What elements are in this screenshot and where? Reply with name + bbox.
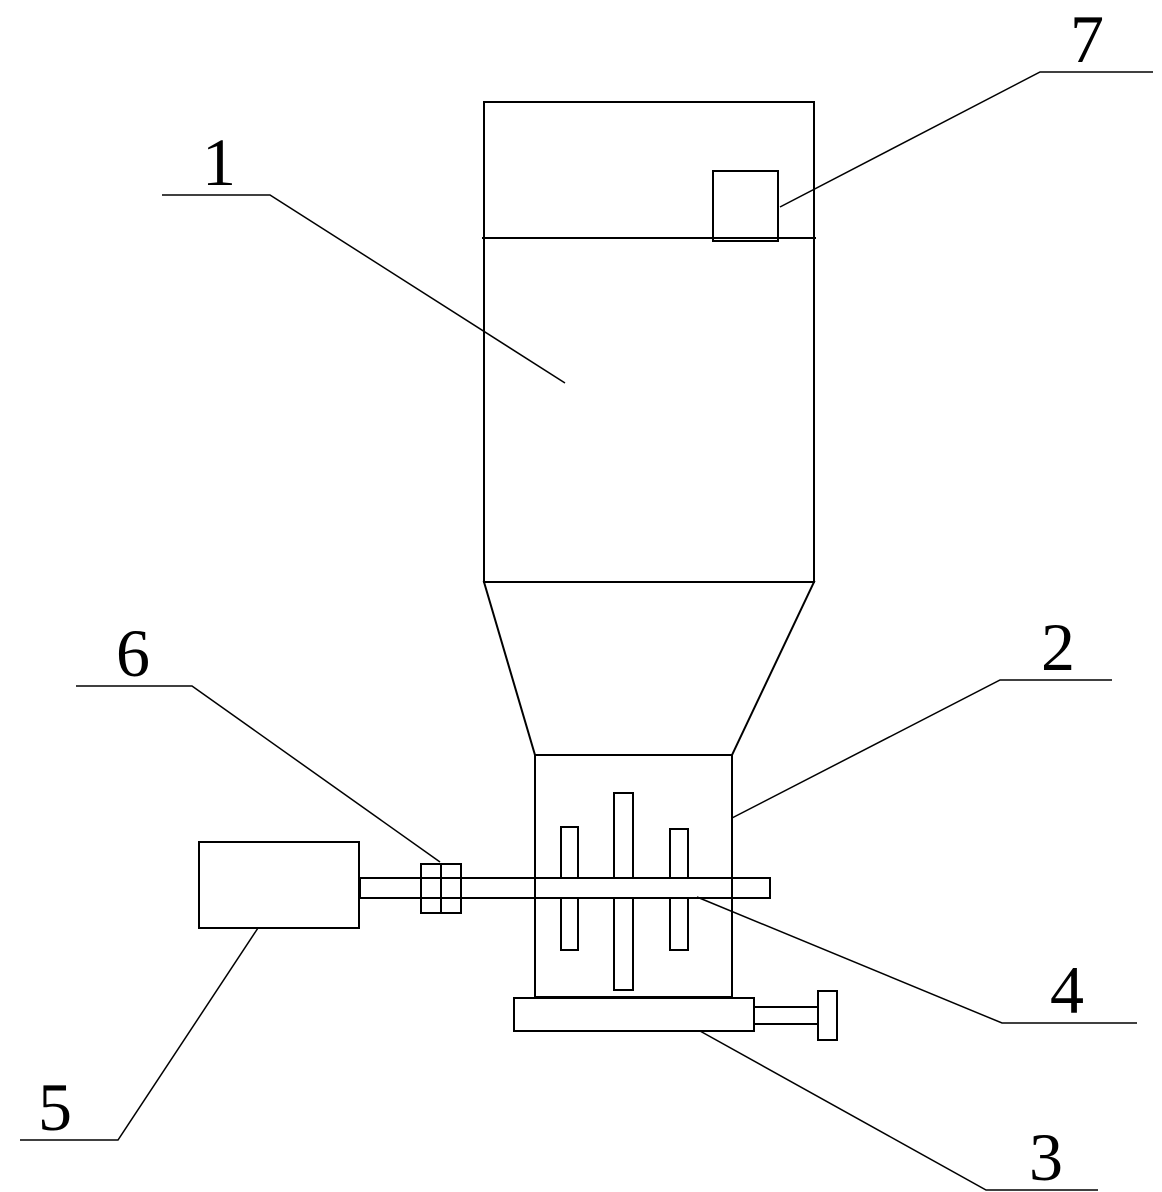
leader-5 xyxy=(20,927,259,1141)
paddle-lower-center xyxy=(613,897,634,991)
gate-handle xyxy=(817,990,838,1041)
coupling xyxy=(420,863,462,914)
hopper-funnel xyxy=(482,581,816,756)
leader-7 xyxy=(779,71,1153,208)
coupling-right-half xyxy=(440,863,462,914)
label-stirring-shaft: 4 xyxy=(1050,952,1084,1028)
leader-6 xyxy=(76,685,441,863)
coupling-left-half xyxy=(420,863,442,914)
leader-2 xyxy=(731,679,1112,819)
paddle-lower-right xyxy=(669,897,689,951)
motor xyxy=(198,841,360,929)
label-discharge-gate: 3 xyxy=(1029,1119,1063,1192)
label-level-sensor: 7 xyxy=(1070,1,1104,77)
level-sensor-box xyxy=(712,170,779,242)
gate-plate xyxy=(513,997,755,1032)
hopper xyxy=(482,101,816,756)
label-mixing-chamber: 2 xyxy=(1041,609,1075,685)
hopper-body xyxy=(483,101,815,583)
paddle-upper-left xyxy=(560,826,579,879)
leader-4 xyxy=(696,896,1137,1024)
paddle-lower-left xyxy=(560,897,579,951)
label-motor: 5 xyxy=(38,1069,72,1145)
leader-1 xyxy=(162,194,566,384)
leader-lines xyxy=(20,71,1153,1191)
gate-rod xyxy=(753,1006,819,1025)
label-hopper: 1 xyxy=(202,124,236,200)
label-coupling: 6 xyxy=(116,615,150,691)
paddle-upper-right xyxy=(669,828,689,879)
reference-labels: 1 7 2 6 4 5 3 xyxy=(38,1,1104,1192)
leader-3 xyxy=(699,1030,1098,1191)
discharge-gate xyxy=(513,990,838,1041)
paddle-upper-center xyxy=(613,792,634,879)
